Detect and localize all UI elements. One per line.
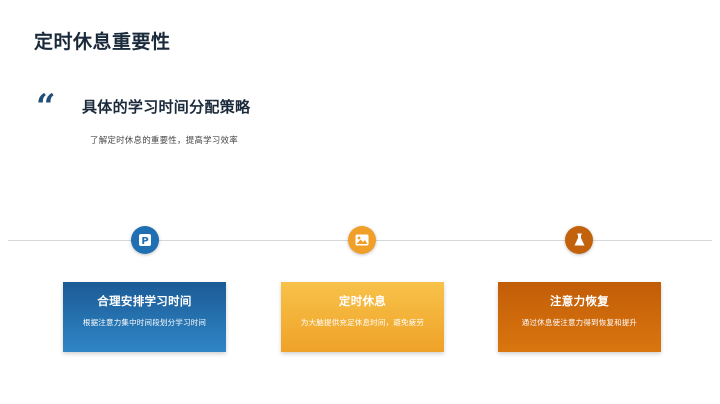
- timeline-node-1: P: [131, 226, 159, 254]
- slide-subtitle: 具体的学习时间分配策略: [82, 99, 251, 116]
- card-body: 为大脑提供充足休息时间，避免疲劳: [300, 318, 425, 327]
- card-title: 定时休息: [338, 296, 387, 308]
- timeline-card-2[interactable]: 定时休息 为大脑提供充足休息时间，避免疲劳: [281, 282, 444, 352]
- timeline-card-1[interactable]: 合理安排学习时间 根据注意力集中时间段划分学习时间: [63, 282, 226, 352]
- image-photo-icon: [355, 234, 369, 246]
- card-title: 合理安排学习时间: [97, 296, 192, 308]
- card-title: 注意力恢复: [550, 296, 609, 308]
- page-title: 定时休息重要性: [34, 32, 171, 53]
- timeline-card-3[interactable]: 注意力恢复 通过休息使注意力得到恢复和提升: [498, 282, 661, 352]
- card-body: 通过休息使注意力得到恢复和提升: [521, 318, 638, 327]
- slide-description: 了解定时休息的重要性，提高学习效率: [90, 135, 238, 145]
- timeline-node-3: [565, 226, 593, 254]
- timeline-node-2: [348, 226, 376, 254]
- svg-text:P: P: [141, 236, 148, 247]
- card-body: 根据注意力集中时间段划分学习时间: [82, 318, 207, 327]
- parking-sign-icon: P: [139, 234, 151, 247]
- quote-mark-icon: “: [36, 87, 56, 127]
- flask-lab-icon: [574, 233, 584, 246]
